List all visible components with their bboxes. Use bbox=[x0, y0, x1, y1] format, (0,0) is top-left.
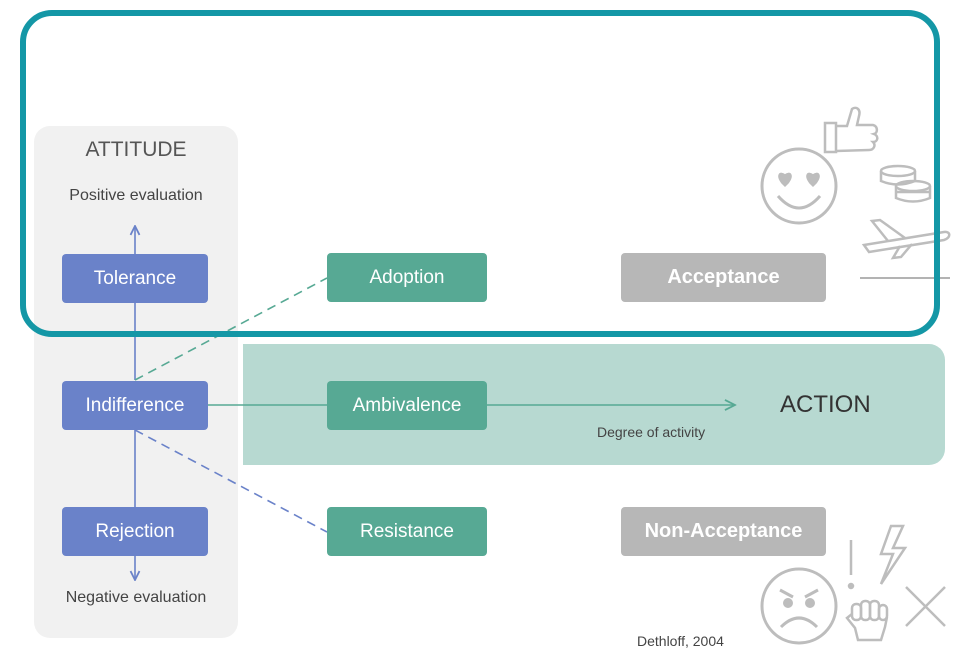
happy-face-icon bbox=[760, 147, 838, 225]
citation: Dethloff, 2004 bbox=[637, 633, 724, 649]
indifference-box: Indifference bbox=[62, 381, 208, 430]
airplane-icon bbox=[861, 218, 951, 260]
thumbs-up-icon bbox=[823, 106, 879, 154]
attitude-title: ATTITUDE bbox=[85, 138, 187, 161]
cross-icon bbox=[905, 586, 946, 627]
negative-evaluation-label: Negative evaluation bbox=[65, 589, 207, 606]
rejection-box: Rejection bbox=[62, 507, 208, 556]
resistance-box: Resistance bbox=[327, 507, 487, 556]
action-title: ACTION bbox=[780, 391, 871, 418]
tolerance-box: Tolerance bbox=[62, 254, 208, 303]
degree-of-activity-label: Degree of activity bbox=[597, 424, 706, 440]
ambivalence-box: Ambivalence bbox=[327, 381, 487, 430]
lightning-icon bbox=[879, 524, 908, 585]
acceptance-box: Acceptance bbox=[621, 253, 826, 302]
adoption-connector bbox=[134, 277, 328, 381]
sad-face-icon bbox=[760, 567, 838, 645]
fist-icon bbox=[845, 599, 889, 642]
exclamation-icon bbox=[847, 540, 855, 590]
coins-icon bbox=[879, 164, 932, 203]
resistance-connector bbox=[134, 429, 328, 533]
non-acceptance-box: Non-Acceptance bbox=[621, 507, 826, 556]
adoption-box: Adoption bbox=[327, 253, 487, 302]
positive-evaluation-label: Positive evaluation bbox=[69, 187, 203, 204]
